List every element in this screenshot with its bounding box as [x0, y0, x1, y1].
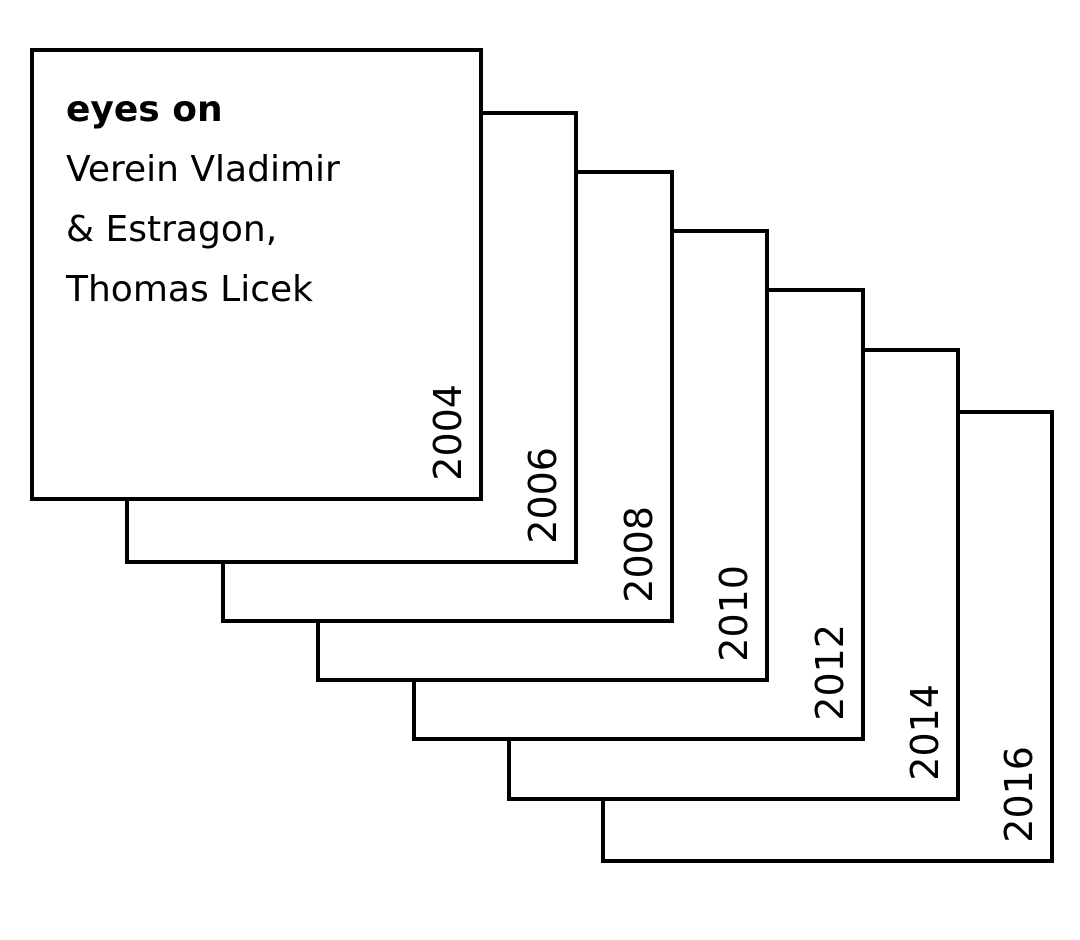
- title-line: & Estragon,: [66, 209, 278, 250]
- title-block: eyes on Verein Vladimir & Estragon, Thom…: [66, 80, 340, 320]
- year-label: 2004: [426, 384, 470, 481]
- year-label: 2012: [808, 624, 852, 721]
- year-label: 2016: [997, 746, 1041, 843]
- title-line: Verein Vladimir: [66, 149, 340, 190]
- year-card-2004: eyes on Verein Vladimir & Estragon, Thom…: [30, 48, 483, 501]
- title-line: Thomas Licek: [66, 269, 314, 310]
- year-label: 2010: [712, 565, 756, 662]
- year-label: 2014: [903, 684, 947, 781]
- year-label: 2006: [521, 447, 565, 544]
- year-label: 2008: [617, 506, 661, 603]
- title-heading: eyes on: [66, 89, 223, 130]
